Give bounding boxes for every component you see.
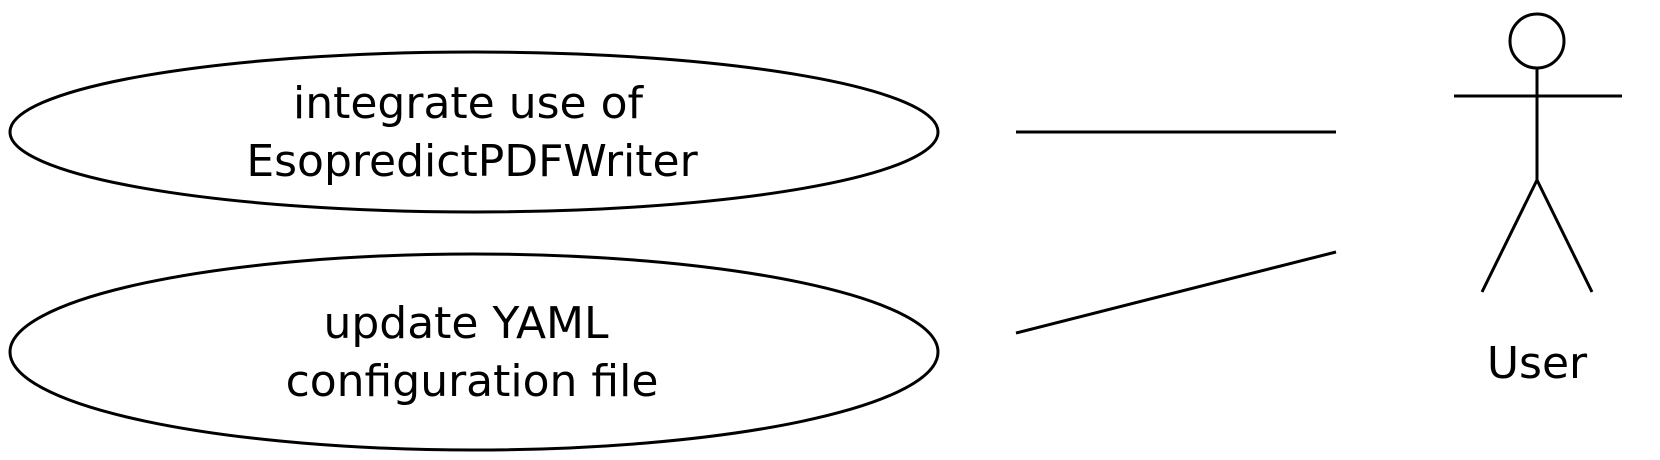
actor-label: User [1487, 338, 1588, 389]
actor-user[interactable]: User [1454, 12, 1622, 389]
actor-right-leg [1535, 179, 1594, 293]
use-case-integrate-pdf-writer[interactable]: integrate use of EsopredictPDFWriter [8, 50, 940, 214]
use-case-ellipse [8, 252, 940, 452]
use-case-ellipse [8, 50, 940, 214]
use-case-label-line-1: integrate use of [293, 78, 645, 129]
association-line-2[interactable] [1015, 250, 1337, 335]
actor-left-leg [1480, 179, 1539, 293]
use-case-update-yaml-config[interactable]: update YAML configuration file [8, 252, 940, 452]
use-case-label-line-2: configuration file [286, 356, 659, 407]
use-case-label-line-1: update YAML [323, 298, 609, 349]
actor-head [1508, 12, 1566, 70]
use-case-label-line-2: EsopredictPDFWriter [246, 136, 698, 187]
